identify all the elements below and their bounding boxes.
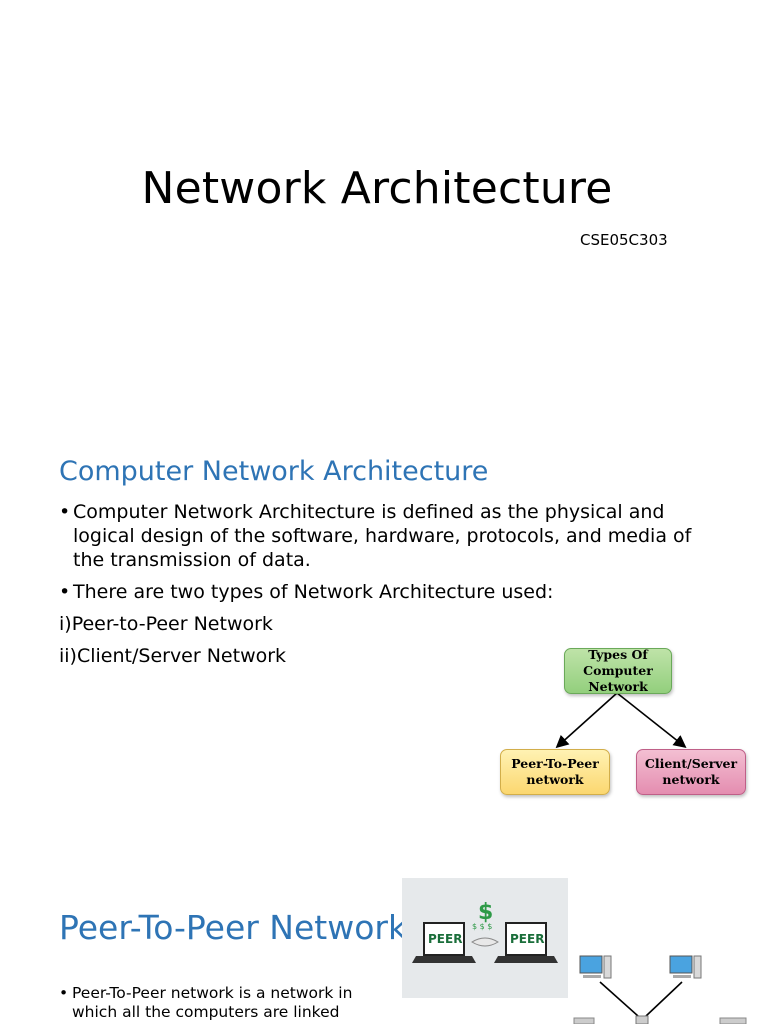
course-code: CSE05C303: [580, 231, 668, 249]
lan-computers-diagram: [573, 955, 747, 1024]
computer-icon: [579, 955, 612, 979]
slide-body: • Peer-To-Peer network is a network in w…: [59, 984, 359, 1022]
network-types-diagram: Types Of Computer Network Peer-To-Peer n…: [484, 636, 754, 800]
title-slide: Network Architecture CSE05C303: [0, 0, 768, 420]
laptops-illustration: [412, 922, 558, 963]
node-root-line1: Types Of: [588, 647, 648, 662]
left-laptop-screen-icon: [423, 922, 465, 956]
small-dollars-icon: $ $ $: [472, 922, 493, 931]
node-p2p-line1: Peer-To-Peer: [511, 756, 599, 771]
node-peer-to-peer: Peer-To-Peer network: [500, 749, 610, 795]
bullet-peer-definition: Peer-To-Peer network is a network in whi…: [72, 984, 353, 1021]
node-p2p-line2: network: [526, 772, 584, 787]
left-peer-label: PEER: [428, 932, 463, 946]
node-types-of-network: Types Of Computer Network: [564, 647, 672, 694]
computer-icon: [719, 1017, 747, 1024]
node-cs-line1: Client/Server: [644, 756, 738, 771]
node-cs-line2: network: [662, 772, 720, 787]
diagram-arrows: [555, 692, 687, 749]
type-item-client-server: ii)Client/Server Network: [59, 645, 287, 667]
peer-to-peer-slide: Peer-To-Peer Network PEER PEER $ $ $ $: [0, 840, 768, 1024]
handshake-icon: [471, 937, 499, 947]
section-heading: Computer Network Architecture: [59, 456, 489, 487]
right-laptop-screen-icon: [505, 922, 547, 956]
arrow-to-peer: [555, 692, 618, 749]
node-client-server: Client/Server network: [636, 749, 746, 795]
bullet-marker: •: [59, 984, 69, 1002]
computer-icon: [573, 1017, 595, 1024]
dollar-icon: $: [478, 900, 494, 925]
right-peer-label: PEER: [510, 932, 545, 946]
bullet-types: There are two types of Network Architect…: [59, 580, 719, 604]
type-item-peer: i)Peer-to-Peer Network: [59, 613, 273, 635]
slide-title: Network Architecture: [141, 163, 613, 214]
left-laptop-base-icon: [412, 956, 476, 963]
bullet-list: Computer Network Architecture is defined…: [59, 500, 719, 604]
right-laptop-base-icon: [494, 956, 558, 963]
computer-icon: [669, 955, 702, 979]
section-heading: Peer-To-Peer Network: [59, 908, 408, 947]
bullet-definition: Computer Network Architecture is defined…: [59, 500, 719, 572]
hub-icon: [635, 1015, 649, 1024]
slide-body: Computer Network Architecture is defined…: [59, 500, 719, 676]
arrow-to-client-server: [616, 692, 687, 748]
peer-laptops-image: PEER PEER $ $ $ $: [402, 878, 568, 998]
architecture-slide: Computer Network Architecture Computer N…: [0, 420, 768, 840]
node-root-line2: Computer Network: [583, 663, 653, 694]
